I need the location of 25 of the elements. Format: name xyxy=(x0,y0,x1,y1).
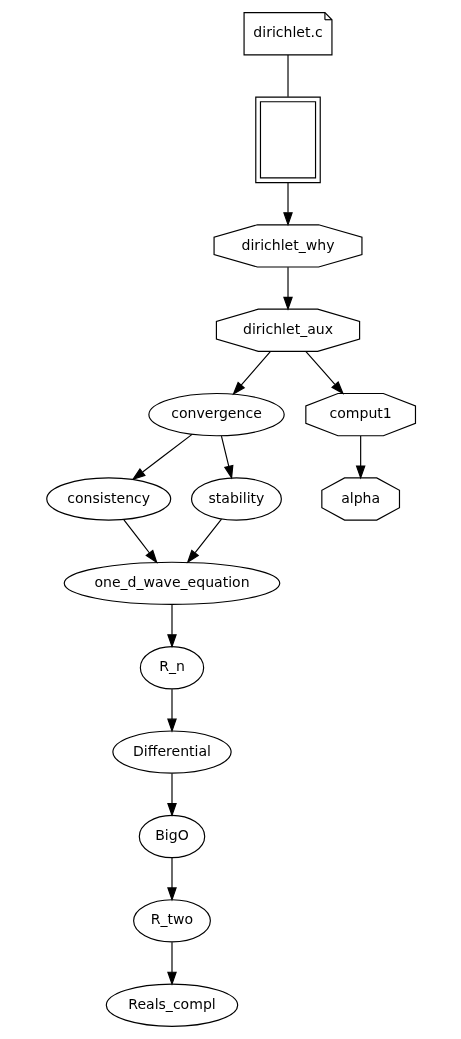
arrow xyxy=(166,688,177,733)
node-box xyxy=(254,96,321,184)
arrow xyxy=(186,518,222,564)
arrow xyxy=(304,351,344,395)
arrow xyxy=(166,604,177,649)
node-ellipse: Reals_compl xyxy=(105,983,238,1027)
arrow xyxy=(166,941,177,986)
arrow xyxy=(166,857,177,902)
arrow xyxy=(122,519,158,564)
arrow xyxy=(166,772,177,818)
arrow xyxy=(282,182,293,227)
arrow xyxy=(131,433,193,481)
node-ellipse: BigO xyxy=(138,814,205,859)
node-ellipse: Differential xyxy=(111,730,232,774)
arrow xyxy=(355,435,366,480)
arrow xyxy=(282,266,293,311)
connector xyxy=(286,54,289,98)
node-ellipse: R_two xyxy=(132,899,211,943)
node-ellipse: consistency xyxy=(45,477,171,521)
node-ellipse: convergence xyxy=(147,392,285,437)
node-ellipse: stability xyxy=(190,477,282,521)
arrow xyxy=(220,435,233,480)
node-ellipse: one_d_wave_equation xyxy=(63,561,280,606)
node-ellipse: R_n xyxy=(139,646,204,690)
arrow xyxy=(231,351,271,396)
